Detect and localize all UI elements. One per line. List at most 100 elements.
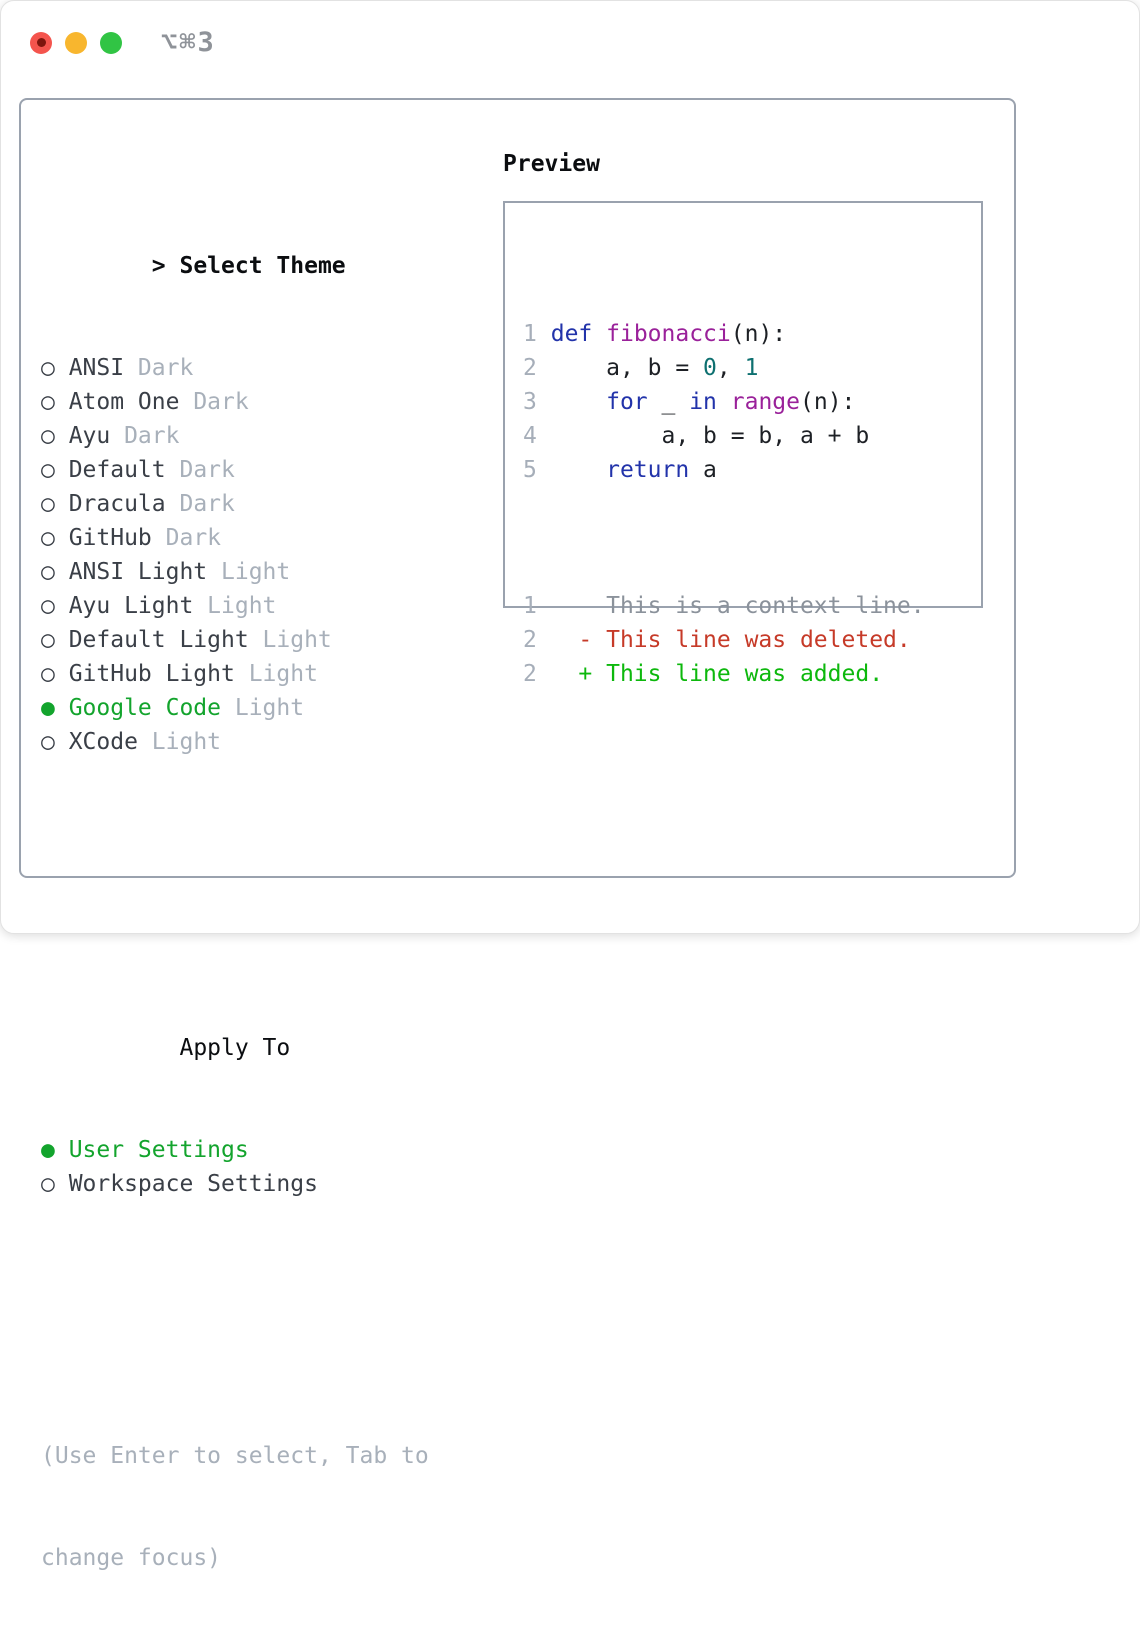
theme-option[interactable]: ○ Atom One Dark — [41, 385, 429, 419]
code-token: return — [606, 457, 690, 483]
theme-option[interactable]: ○ Default Dark — [41, 453, 429, 487]
help-text-line-1: (Use Enter to select, Tab to — [41, 1443, 429, 1469]
spacer — [41, 861, 429, 895]
theme-option-label: XCode — [68, 729, 138, 755]
line-number: 3 — [523, 389, 537, 415]
radio-selected-icon: ● — [41, 695, 55, 721]
theme-variant-label: Dark — [137, 355, 194, 381]
apply-to-header: Apply To — [41, 997, 429, 1061]
code-line: 1 def fibonacci(n): — [523, 317, 967, 351]
line-number: 2 — [523, 355, 537, 381]
prompt-cursor-icon: > — [151, 253, 166, 279]
line-number: 4 — [523, 423, 537, 449]
theme-variant-label: Dark — [124, 423, 180, 449]
titlebar: ⌥⌘3 — [30, 27, 216, 58]
theme-option-label: Atom One — [68, 389, 180, 415]
theme-variant-label: Light — [151, 729, 222, 755]
radio-unselected-icon: ○ — [41, 525, 55, 551]
code-token: fibonacci — [606, 321, 731, 347]
theme-option[interactable]: ○ Ayu Light Light — [41, 589, 429, 623]
radio-unselected-icon: ○ — [41, 457, 55, 483]
line-number: 1 — [523, 593, 537, 619]
theme-option[interactable]: ○ Ayu Dark — [41, 419, 429, 453]
radio-unselected-icon: ○ — [41, 1171, 55, 1197]
theme-option[interactable]: ○ GitHub Dark — [41, 521, 429, 555]
theme-option-label: Ayu — [68, 423, 111, 449]
radio-unselected-icon: ○ — [41, 593, 55, 619]
code-line: 4 a, b = b, a + b — [523, 419, 967, 453]
close-focus-dot-icon — [36, 38, 46, 47]
theme-option-label: Ayu Light — [68, 593, 194, 619]
select-theme-title: Select Theme — [179, 253, 346, 279]
theme-option[interactable]: ○ XCode Light — [41, 725, 429, 759]
code-token: 0 — [703, 355, 717, 381]
code-line: 3 for _ in range(n): — [523, 385, 967, 419]
code-line — [523, 487, 967, 521]
code-token — [537, 321, 551, 347]
radio-unselected-icon: ○ — [41, 627, 55, 653]
code-token: (n): — [800, 389, 856, 415]
apply-to-option-label: User Settings — [68, 1137, 249, 1163]
theme-option-label: Dracula — [68, 491, 166, 517]
apply-to-option[interactable]: ○Workspace Settings — [41, 1167, 429, 1201]
code-token: for — [606, 389, 648, 415]
minimize-button[interactable] — [65, 31, 87, 54]
code-line: 2 a, b = 0, 1 — [523, 351, 967, 385]
theme-variant-label: Light — [262, 627, 332, 653]
window-title: ⌥⌘3 — [161, 27, 216, 58]
theme-option-label: ANSI — [68, 355, 125, 381]
code-token — [592, 321, 606, 347]
line-number: 1 — [523, 321, 537, 347]
line-number: 5 — [523, 457, 537, 483]
theme-variant-label: Dark — [165, 525, 222, 551]
theme-option-label: Default — [68, 457, 166, 483]
line-number: 2 — [523, 627, 537, 653]
code-token: def — [550, 321, 593, 347]
code-token — [717, 389, 731, 415]
preview-column: Preview 1 def fibonacci(n):2 a, b = 0, 1… — [503, 147, 983, 687]
close-button[interactable] — [30, 31, 52, 54]
radio-unselected-icon: ○ — [41, 491, 55, 517]
preview-title: Preview — [503, 151, 600, 177]
zoom-button[interactable] — [100, 31, 122, 54]
diff-preview: 1 This is a context line.2 - This line w… — [523, 589, 967, 691]
diff-line-added: 2 + This line was added. — [523, 657, 967, 691]
theme-variant-label: Dark — [179, 457, 235, 483]
apply-to-title: Apply To — [179, 1035, 291, 1061]
apply-to-option[interactable]: ●User Settings — [41, 1133, 429, 1167]
theme-variant-label: Dark — [193, 389, 249, 415]
code-token: , — [716, 355, 745, 381]
code-token — [537, 389, 606, 415]
theme-variant-label: Light — [207, 593, 277, 619]
radio-unselected-icon: ○ — [41, 423, 55, 449]
diff-text: + This line was added. — [536, 661, 884, 687]
code-token: a, b = — [536, 355, 704, 381]
code-token: a, b = b, a + b — [536, 423, 870, 449]
diff-line-deleted: 2 - This line was deleted. — [523, 623, 967, 657]
diff-text: - This line was deleted. — [536, 627, 911, 653]
radio-unselected-icon: ○ — [41, 559, 55, 585]
radio-unselected-icon: ○ — [41, 729, 55, 755]
code-token: a — [689, 457, 717, 483]
theme-variant-label: Light — [221, 559, 291, 585]
code-token: 1 — [744, 355, 759, 381]
help-text-line-2: change focus) — [41, 1545, 222, 1571]
line-number: 2 — [523, 661, 537, 687]
diff-line-context: 1 This is a context line. — [523, 589, 967, 623]
theme-option-label: GitHub — [68, 525, 152, 551]
select-theme-header: > Select Theme — [41, 215, 429, 279]
radio-unselected-icon: ○ — [41, 355, 55, 381]
theme-option[interactable]: ○ ANSI Dark — [41, 351, 429, 385]
radio-unselected-icon: ○ — [41, 661, 55, 687]
radio-unselected-icon: ○ — [41, 389, 55, 415]
